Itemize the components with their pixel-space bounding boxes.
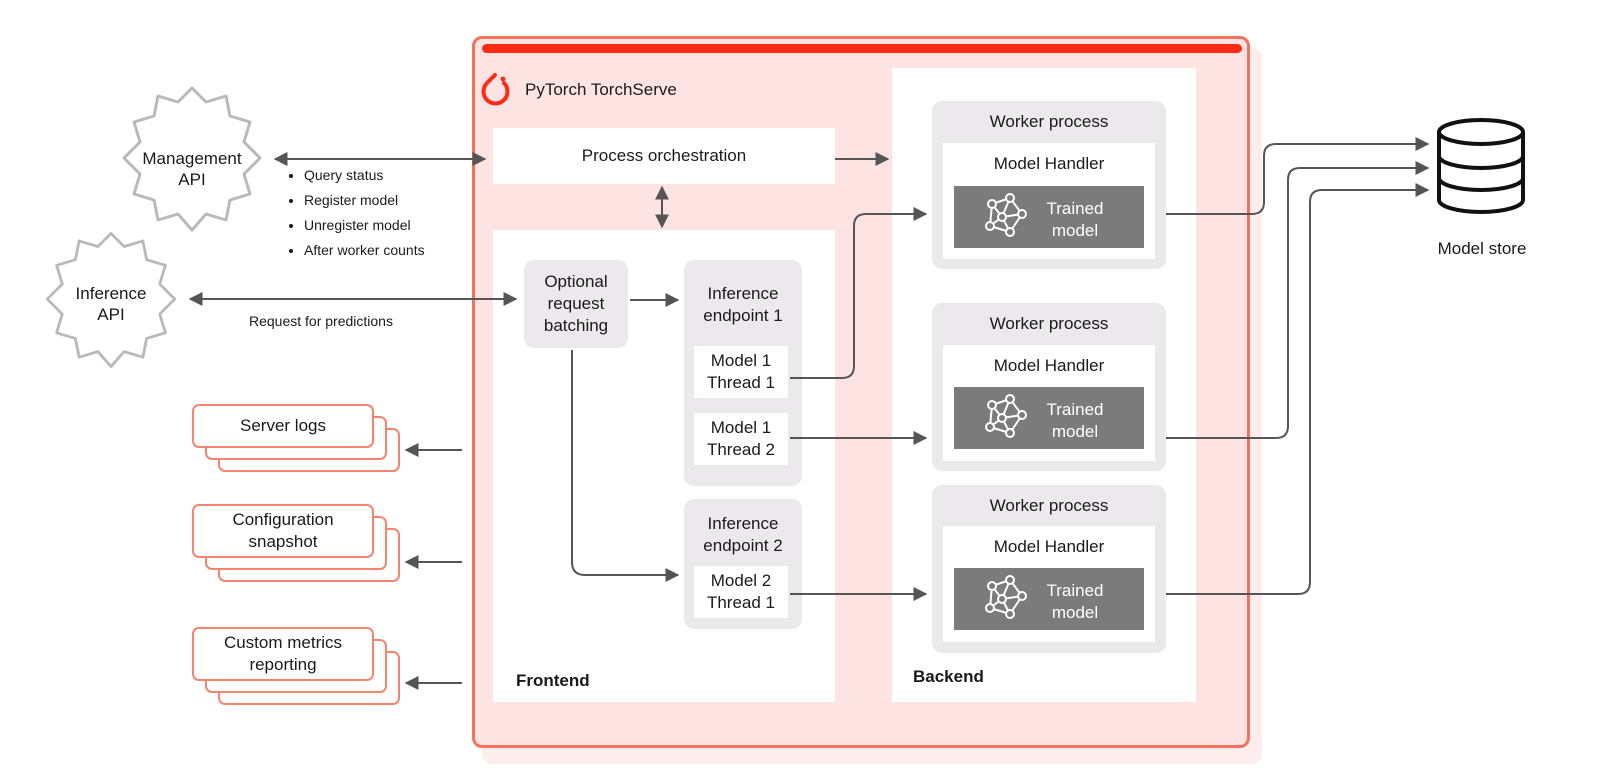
endpoint-1-title: Inference endpoint 1 [684, 283, 802, 327]
trained-model-label: Trained model [1020, 399, 1130, 443]
thread-line2: Thread 1 [706, 373, 776, 392]
configuration-snapshot-box: Configuration snapshot [192, 504, 374, 558]
endpoint-2-line2: endpoint 2 [703, 536, 783, 555]
list-item: Unregister model [304, 213, 425, 238]
output-line1: Custom metrics [223, 633, 343, 652]
worker-title: Worker process [989, 112, 1109, 131]
neural-network-icon [985, 575, 1027, 619]
model-handler-label: Model Handler [993, 154, 1105, 173]
thread1-to-worker1-arrow [790, 207, 928, 379]
management-operations-list: Query status Register model Unregister m… [286, 163, 425, 263]
frontend-label: Frontend [516, 671, 590, 690]
endpoint-1-line1: Inference [707, 284, 779, 303]
list-item: After worker counts [304, 238, 425, 263]
batching-line1: Optional [544, 272, 608, 291]
batching-line2: request [547, 294, 605, 313]
endpoint-1-line2: endpoint 1 [703, 306, 783, 325]
thread-line1: Model 1 [710, 418, 772, 437]
database-icon [1437, 118, 1525, 214]
server-logs-box: Server logs [192, 404, 374, 448]
gear-icon [45, 232, 177, 368]
endpoint-2-line1: Inference [707, 514, 779, 533]
model-line1: Trained [1046, 581, 1104, 600]
request-batching-box: Optional request batching [524, 260, 628, 348]
custom-metrics-box: Custom metrics reporting [192, 627, 374, 681]
model-1-thread-1: Model 1 Thread 1 [694, 346, 788, 398]
output-line1: Configuration [232, 510, 334, 529]
thread-line1: Model 2 [710, 571, 772, 590]
management-api-line2: API [178, 170, 206, 189]
trained-model [954, 387, 1144, 449]
model-line1: Trained [1046, 199, 1104, 218]
batching-to-endpoint2-arrow [571, 350, 680, 582]
backend-label: Backend [913, 667, 984, 686]
model-store-label: Model store [1437, 239, 1527, 258]
thread-line2: Thread 2 [706, 440, 776, 459]
worker1-to-store-arrow [1166, 137, 1430, 215]
output-line2: snapshot [248, 532, 318, 551]
list-item: Register model [304, 188, 425, 213]
model-line2: model [1051, 221, 1099, 240]
model-line2: model [1051, 603, 1099, 622]
model-handler-label: Model Handler [993, 356, 1105, 375]
batching-line3: batching [543, 316, 609, 335]
worker2-to-store-arrow [1166, 161, 1430, 439]
neural-network-icon [985, 394, 1027, 438]
trained-model [954, 568, 1144, 630]
management-api-label: Management API [97, 148, 287, 190]
model-line2: model [1051, 422, 1099, 441]
list-item: Query status [304, 163, 425, 188]
torchserve-header-bar [482, 44, 1242, 53]
management-api-line1: Management [142, 149, 242, 168]
worker-title: Worker process [989, 496, 1109, 515]
inference-request-label: Request for predictions [249, 313, 393, 329]
gear-icon [122, 86, 262, 232]
model-1-thread-2: Model 1 Thread 2 [694, 413, 788, 465]
endpoint-2-title: Inference endpoint 2 [684, 513, 802, 557]
output-line2: reporting [249, 655, 317, 674]
model-line1: Trained [1046, 400, 1104, 419]
inference-api-label: Inference API [36, 283, 186, 325]
process-orchestration: Process orchestration [493, 128, 835, 184]
model-2-thread-1: Model 2 Thread 1 [694, 566, 788, 618]
worker3-to-store-arrow [1166, 183, 1430, 595]
inference-api-line2: API [97, 305, 125, 324]
trained-model [954, 186, 1144, 248]
neural-network-icon [985, 193, 1027, 237]
thread-line1: Model 1 [710, 351, 772, 370]
thread-line2: Thread 1 [706, 593, 776, 612]
worker-title: Worker process [989, 314, 1109, 333]
trained-model-label: Trained model [1020, 580, 1130, 624]
trained-model-label: Trained model [1020, 198, 1130, 242]
model-handler-label: Model Handler [993, 537, 1105, 556]
inference-api-line1: Inference [75, 284, 147, 303]
pytorch-logo-icon [477, 70, 515, 110]
brand-title: PyTorch TorchServe [525, 80, 677, 99]
